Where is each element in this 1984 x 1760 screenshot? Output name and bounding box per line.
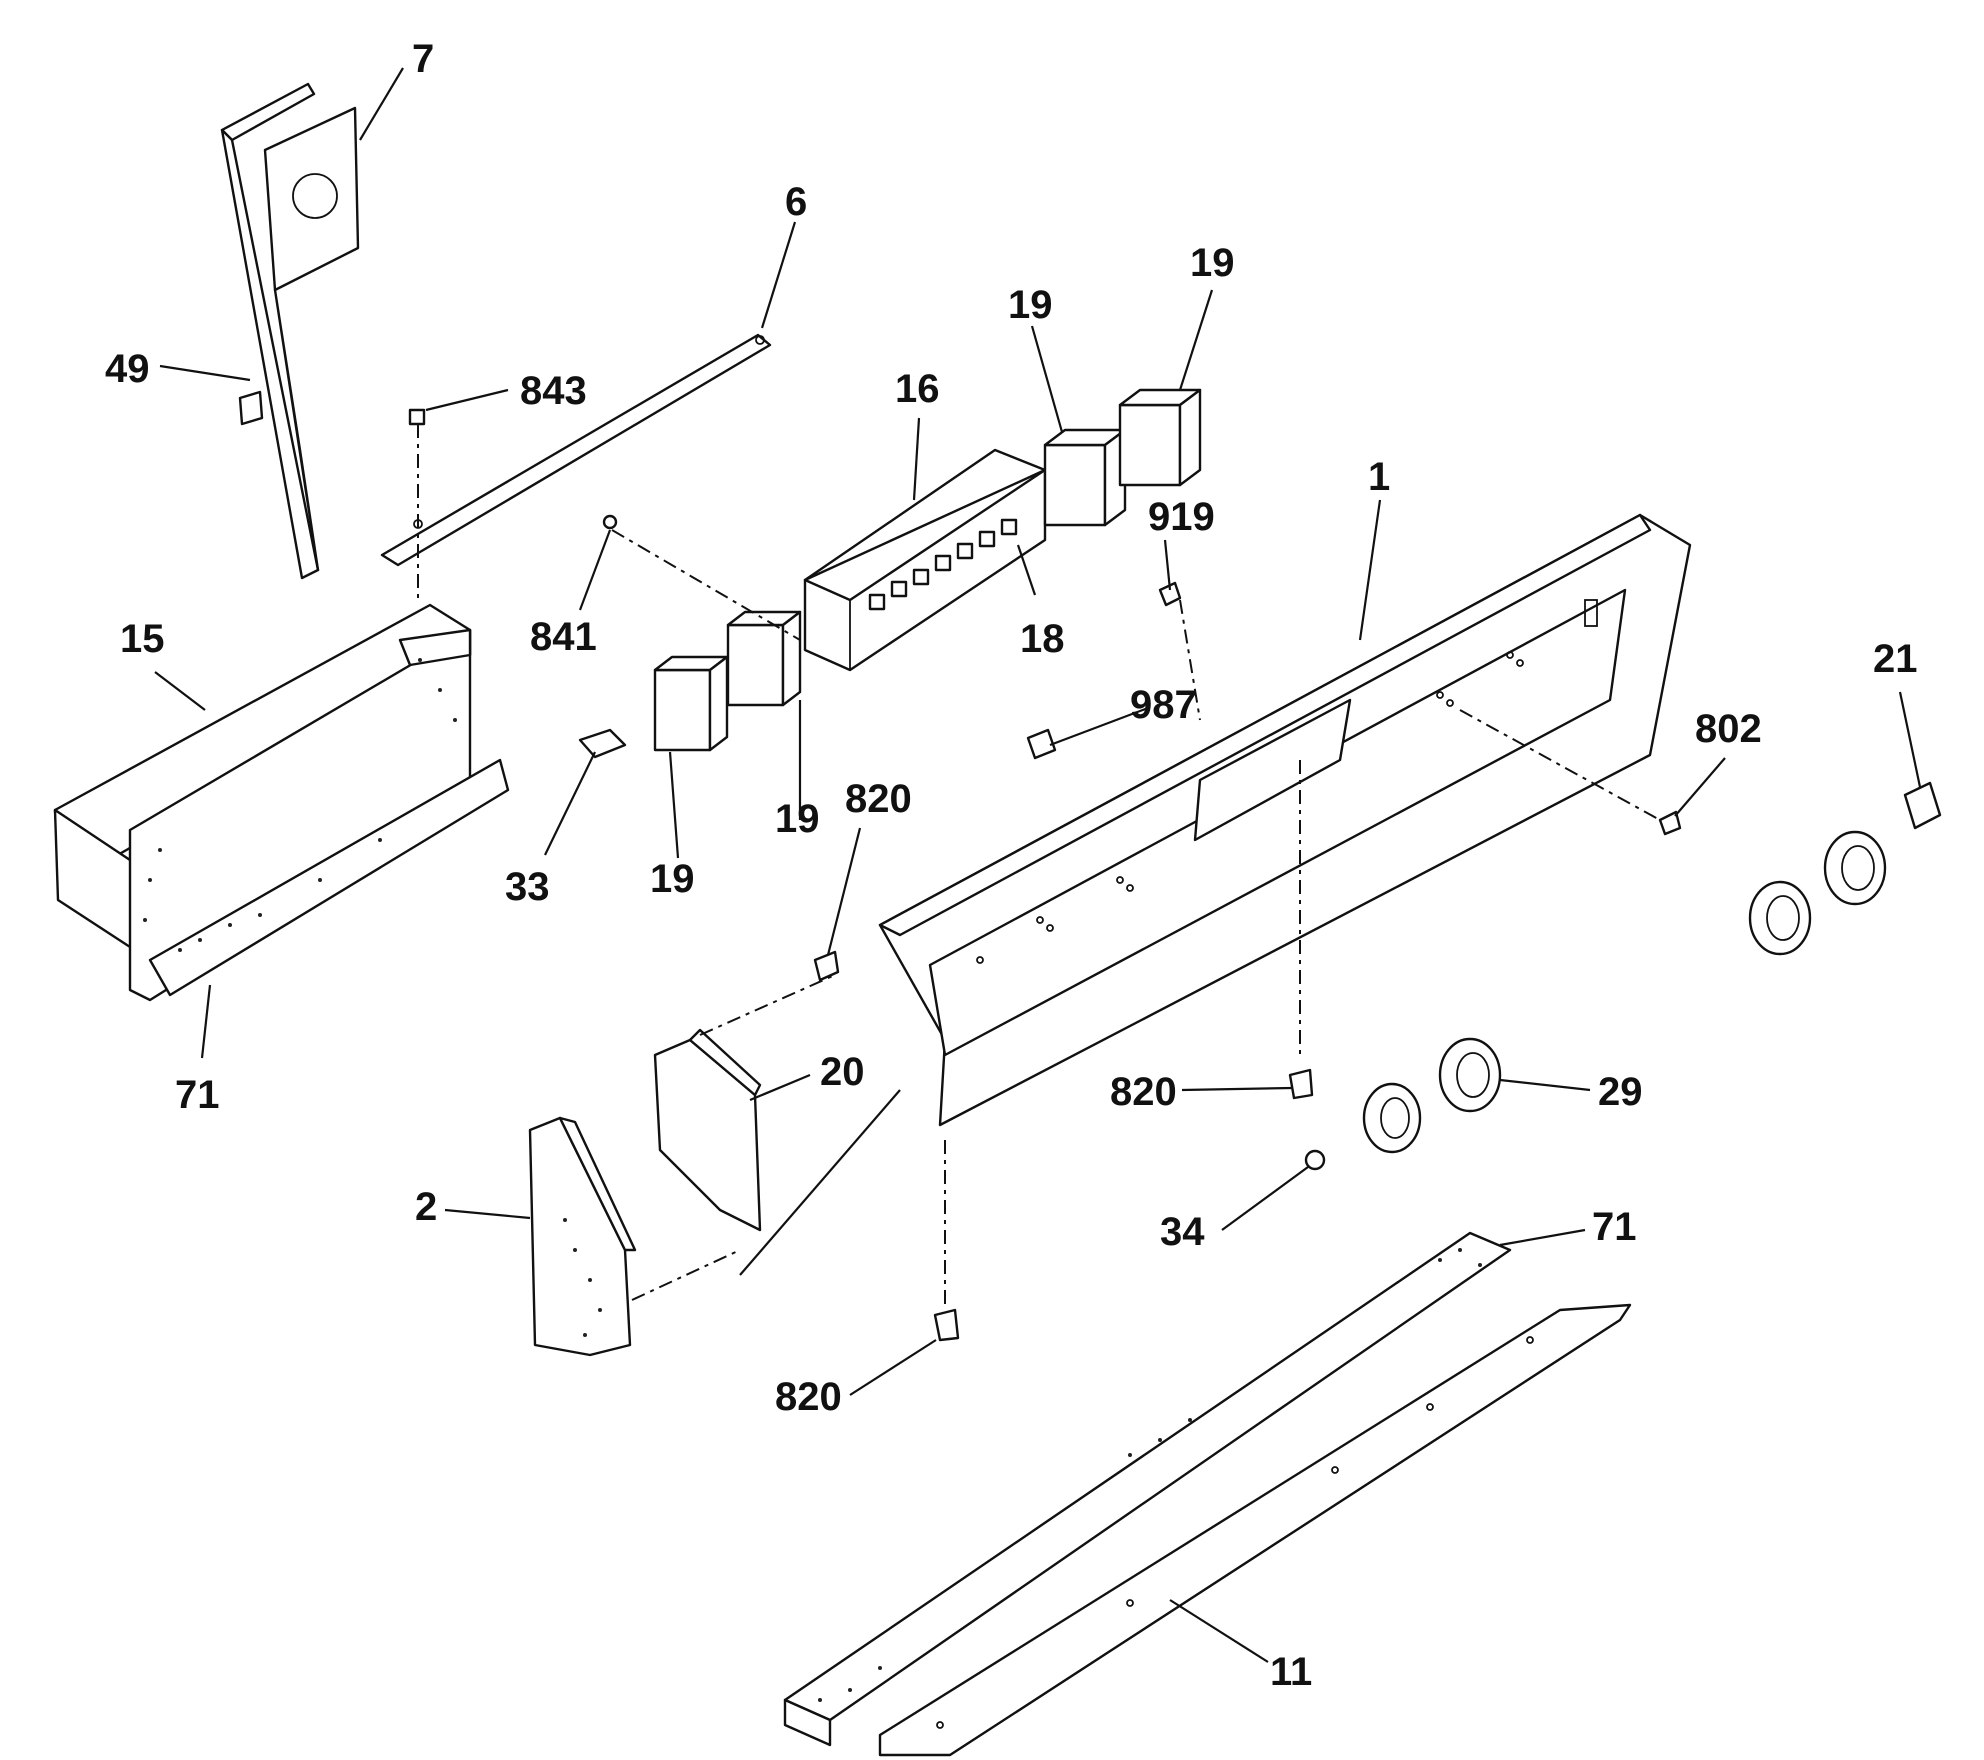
part-control-panel: [878, 513, 1692, 1127]
part-screw-802: [1459, 709, 1682, 836]
part-screw-843: [408, 408, 426, 600]
part-knob-29: [1438, 1037, 1502, 1113]
speckle-15: [143, 658, 457, 952]
part-screw-820c: [933, 1140, 960, 1342]
part-insulation-strip: [783, 1231, 1512, 1747]
callout-820c: 820: [775, 1375, 842, 1419]
callout-labels: 7 6 49 843 16 19 19 919 1 15 841 18 987 …: [105, 37, 1918, 1694]
part-screw-820a: [813, 950, 840, 982]
part-screw-841: [602, 514, 801, 641]
callout-919: 919: [1148, 495, 1215, 539]
part-end-cap-2: [528, 1116, 637, 1357]
callout-20: 20: [820, 1050, 865, 1094]
callout-7: 7: [412, 37, 434, 81]
callout-820b: 820: [1110, 1070, 1177, 1114]
part-bracket-20: [653, 974, 836, 1232]
guide-line-2: [631, 1249, 741, 1301]
callout-16: 16: [895, 367, 940, 411]
callout-2: 2: [415, 1185, 437, 1229]
guide-line-20: [739, 1089, 901, 1276]
part-knob-c: [1362, 1082, 1422, 1154]
part-clip-987: [1026, 728, 1057, 760]
part-switch-19a: [1043, 428, 1127, 527]
callout-49: 49: [105, 347, 150, 391]
part-switch-19b: [1118, 388, 1202, 487]
part-switch-19c: [726, 610, 802, 707]
callout-19c: 19: [775, 797, 820, 841]
speckle-71: [818, 1248, 1482, 1702]
callout-11: 11: [1270, 1650, 1312, 1694]
callout-29: 29: [1598, 1070, 1643, 1114]
callout-802: 802: [1695, 707, 1762, 751]
callout-19b: 19: [1190, 241, 1235, 285]
part-34: [1304, 1149, 1326, 1171]
callout-987: 987: [1130, 683, 1197, 727]
part-knob-a: [1823, 830, 1887, 906]
callout-820a: 820: [845, 777, 912, 821]
callout-33: 33: [505, 865, 550, 909]
part-end-cap-frame: [53, 603, 510, 1002]
callout-843: 843: [520, 369, 587, 413]
speckle-2: [563, 1218, 602, 1337]
part-knob-b: [1748, 880, 1812, 956]
part-side-trim: [220, 82, 360, 580]
callout-18: 18: [1020, 617, 1065, 661]
callout-841: 841: [530, 615, 597, 659]
callout-19d: 19: [650, 857, 695, 901]
callout-1: 1: [1368, 455, 1390, 499]
part-screw-820b: [1288, 1068, 1314, 1100]
callout-34: 34: [1160, 1210, 1205, 1254]
part-switch-33: [578, 728, 627, 759]
callout-71a: 71: [175, 1073, 220, 1117]
part-lower-trim: [878, 1303, 1632, 1757]
callout-15: 15: [120, 617, 165, 661]
part-switch-21: [1903, 781, 1942, 830]
part-switch-19d: [653, 655, 729, 752]
callout-71b: 71: [1592, 1205, 1637, 1249]
part-control-board: [803, 448, 1047, 672]
callout-19a: 19: [1008, 283, 1053, 327]
leader-lines: [154, 67, 1922, 1663]
callout-6: 6: [785, 180, 807, 224]
callout-21: 21: [1873, 637, 1918, 681]
